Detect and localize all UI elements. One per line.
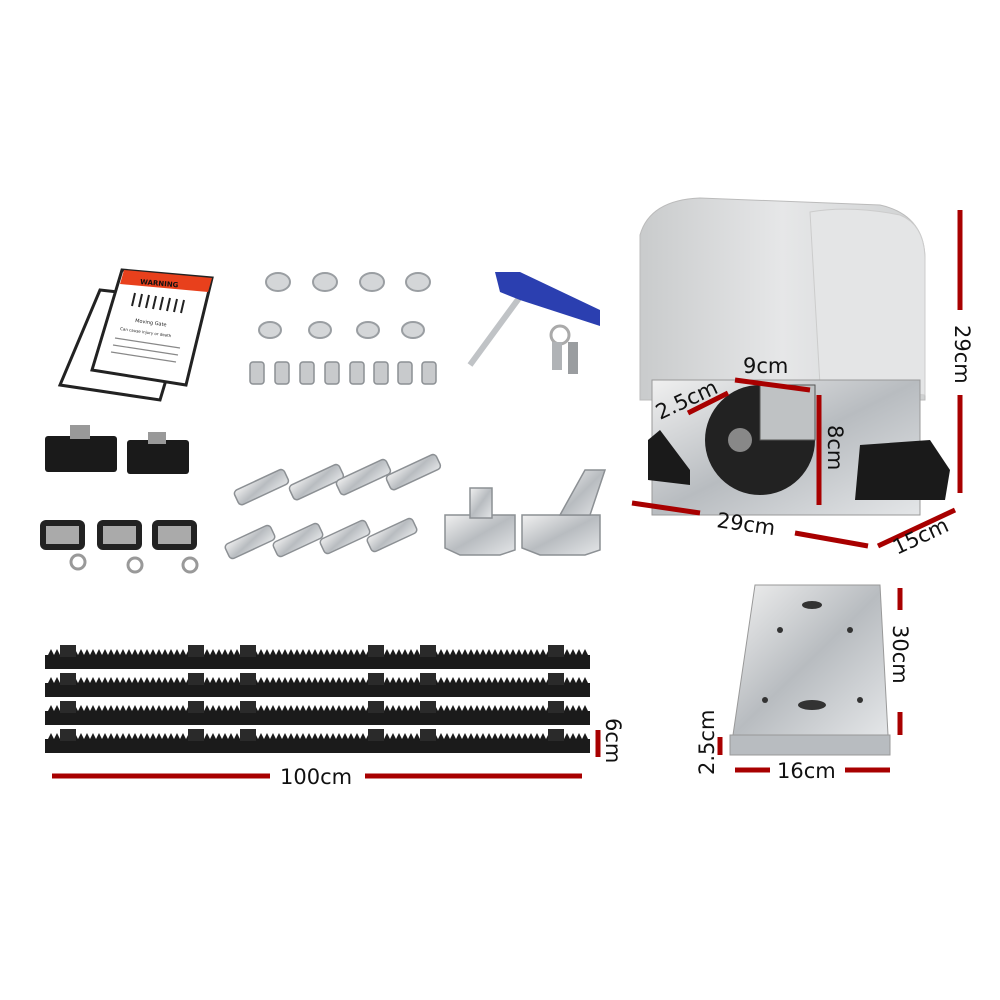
dimension-lines: [52, 210, 963, 779]
gear-rack: [45, 701, 590, 725]
rack-height-label: 6cm: [601, 718, 625, 763]
gear-racks: [45, 645, 590, 753]
gear-height-label: 8cm: [823, 425, 847, 470]
washers: [258, 272, 431, 339]
gate-motor: [639, 197, 950, 516]
plate-length-label: 30cm: [888, 625, 912, 684]
instruction-manual: WARNING Moving Gate Can cause injury or …: [57, 268, 214, 402]
rack-length-label: 100cm: [280, 765, 352, 789]
plate-thickness-label: 2.5cm: [695, 710, 719, 775]
manual-title: Moving Gate: [135, 318, 167, 328]
keys: [549, 324, 578, 374]
gear-rack: [45, 673, 590, 697]
gear-rack: [45, 729, 590, 753]
mounting-plate: [729, 584, 891, 756]
small-screws: [249, 361, 437, 385]
gear-width-label: 9cm: [743, 354, 788, 378]
limit-switches: [45, 425, 189, 474]
warning-text: WARNING: [140, 278, 179, 289]
warning-header: [120, 270, 212, 292]
anchor-bolts: [224, 453, 442, 560]
t-wrench: [467, 272, 600, 367]
motor-depth-label: 15cm: [889, 513, 952, 560]
rack-brackets: [444, 469, 607, 556]
plate-width-label: 16cm: [777, 759, 836, 783]
motor-height-label: 29cm: [950, 325, 974, 384]
remote-controls: [40, 520, 199, 574]
gear-rack: [45, 645, 590, 669]
